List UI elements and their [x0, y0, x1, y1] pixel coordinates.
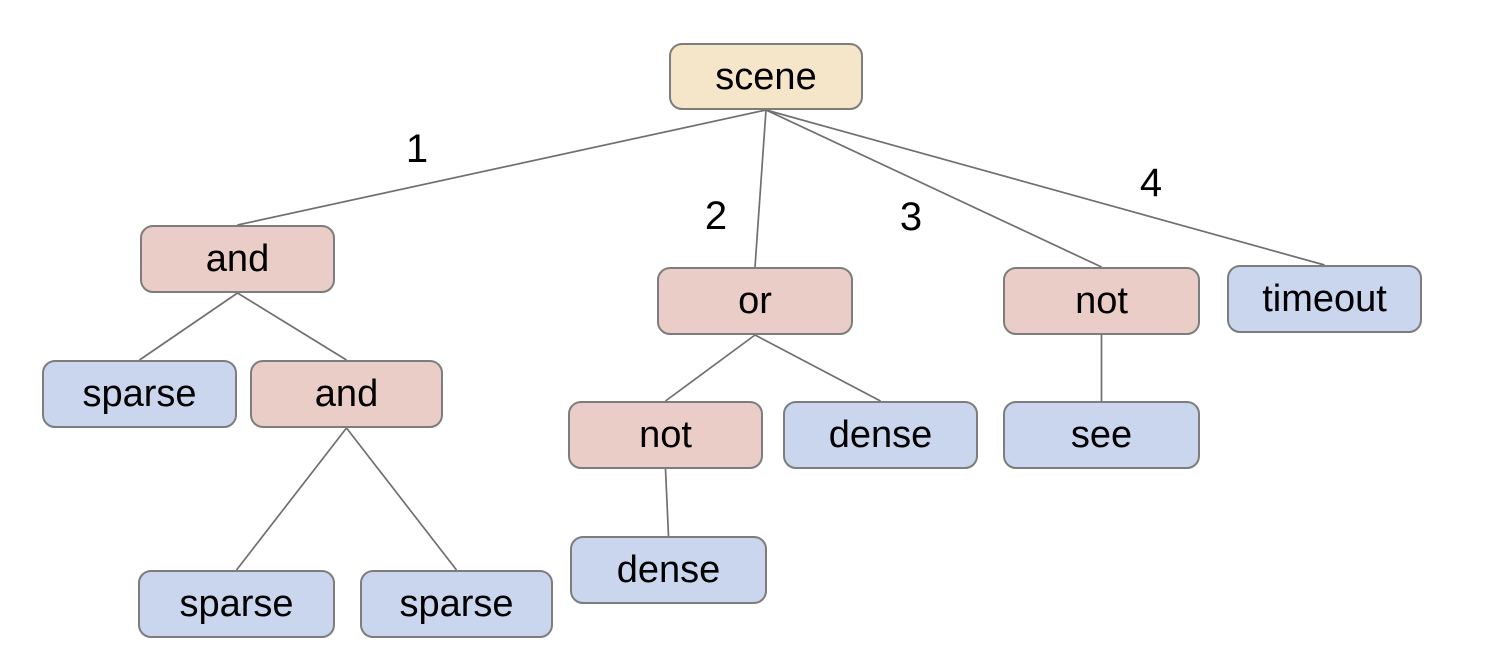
- node-see-1: see: [1003, 401, 1200, 469]
- edge-scene-to-timeout-1: [765, 109, 1325, 266]
- node-timeout-1: timeout: [1227, 265, 1422, 333]
- edge-scene-to-not-1: [765, 109, 1102, 268]
- node-and-2: and: [250, 360, 443, 428]
- edge-label-4: 4: [1140, 161, 1162, 205]
- node-or-1: or: [657, 267, 853, 335]
- edge-or-1-to-not-2: [664, 334, 756, 402]
- edge-scene-to-and-1: [237, 109, 767, 226]
- node-dense-1: dense: [783, 401, 978, 469]
- edge-and-1-to-sparse-1: [139, 292, 238, 361]
- edge-label-2: 2: [705, 194, 727, 238]
- node-and-1: and: [140, 225, 335, 293]
- edge-label-1: 1: [406, 127, 428, 171]
- node-dense-2: dense: [570, 536, 767, 604]
- edge-or-1-to-dense-1: [754, 334, 881, 402]
- node-not-2: not: [568, 401, 763, 469]
- node-sparse-1: sparse: [42, 360, 237, 428]
- edge-scene-to-or-1: [754, 109, 767, 268]
- node-sparse-3: sparse: [360, 570, 553, 638]
- edge-label-3: 3: [900, 195, 922, 239]
- edge-and-2-to-sparse-2: [235, 427, 348, 571]
- edge-not-2-to-dense-2: [664, 468, 670, 537]
- node-sparse-2: sparse: [138, 570, 335, 638]
- node-scene: scene: [669, 43, 863, 110]
- edge-and-2-to-sparse-3: [345, 427, 458, 571]
- node-not-1: not: [1003, 267, 1200, 335]
- edge-and-1-to-and-2: [237, 292, 347, 361]
